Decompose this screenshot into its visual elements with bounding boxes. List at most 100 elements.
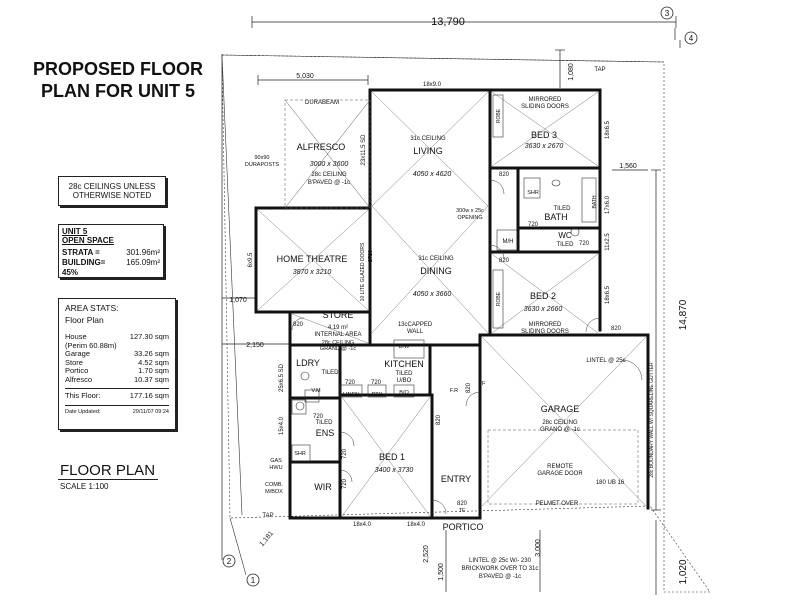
store-ceiling-note1: 28c CEILING [322, 340, 354, 346]
door-size-820: 820 [499, 258, 510, 264]
room-kitchen-name: KITCHEN [384, 359, 424, 369]
unit-subtitle: OPEN SPACE [62, 236, 114, 245]
manhole-label: M/H [503, 239, 514, 245]
lintel-bottom-3: B'PAVED @ -1c [479, 574, 521, 580]
pelmet-label: PELMET OVER [536, 501, 579, 507]
tf-label-2: TF [459, 508, 466, 514]
area-row-label: Alfresco [65, 374, 93, 384]
room-alfresco-note2: B'PAVED @ -1c [308, 180, 350, 186]
area-separator [65, 388, 169, 389]
fixtures [291, 94, 597, 462]
dimension-lines [221, 16, 681, 595]
shower-label-2: SHR [294, 451, 306, 457]
room-garage-note2: GRANO @ -1c [540, 427, 580, 433]
door-size-820: 820 [611, 326, 622, 332]
grid-marker-3 [660, 6, 674, 20]
vm-label: V.M [311, 388, 321, 394]
window-size-bed1b: 18x4.0 [407, 522, 426, 528]
area-row-label: Garage [65, 349, 91, 358]
room-dining-note: 31c CEILING [418, 256, 454, 262]
room-dining-name: DINING [420, 266, 452, 276]
area-stats-title: AREA STATS: [65, 303, 119, 313]
area-row-value: 127.30 sqm [129, 332, 169, 341]
unit-percent: 45% [62, 268, 79, 277]
lintel-label: LINTEL @ 25c [586, 358, 625, 364]
comb-label-2: M/BOX [265, 489, 283, 495]
sliding-door-size: 23x11.5 SD [361, 134, 367, 166]
lintel-bottom-1: LINTEL @ 25c W/- 230 [469, 558, 532, 564]
grid-marker-4 [684, 31, 698, 45]
floor-plan-underline [58, 479, 158, 480]
area-row-value: 33.26 sqm [133, 349, 169, 358]
dim-right-top: 1,080 [568, 63, 575, 81]
area-updated-row: Date Updated:29/11/07 09:24 [65, 409, 169, 415]
ceiling-note-line1: 28c CEILINGS UNLESS [68, 182, 156, 191]
dim-left-2150: 2,150 [246, 342, 264, 349]
dim-top: 13,790 [431, 16, 465, 28]
door-size-720: 720 [528, 222, 539, 228]
hwu-label: HWU [269, 465, 282, 471]
window-size-bed2: 18x6.5 [605, 285, 611, 304]
garage-door-note1: REMOTE [547, 464, 573, 470]
room-wc-name: WC [558, 231, 572, 240]
robe-label-2: ROBE [496, 291, 502, 306]
dim-right-overall: 14,870 [678, 299, 689, 330]
plan-title-line1: PROPOSED FLOOR [32, 59, 203, 79]
scale-label: SCALE 1:100 [60, 482, 109, 491]
area-stats-subtitle: Floor Plan [65, 315, 104, 325]
room-kitchen-note1: TILED [395, 371, 413, 377]
dim-bottom-1181: 1,181 [259, 530, 276, 548]
area-row-label: Store [65, 357, 83, 367]
mirrored-doors-2a: MIRRORED [529, 322, 562, 328]
unit-percent-row: 45% [62, 268, 160, 278]
area-row-value: 1.70 sqm [138, 366, 169, 375]
tap-label-1: TAP [594, 67, 605, 73]
room-ldry-name: LDRY [296, 358, 320, 368]
grid-markers [222, 6, 698, 587]
plan-title: PROPOSED FLOOR PLAN FOR UNIT 5 [18, 58, 218, 102]
garage-door [487, 429, 639, 505]
beam-size-label: 18x9.0 [423, 82, 442, 88]
store-ceiling-note2: GRAND @ -1c [320, 346, 356, 352]
ceiling-diagonals [257, 91, 647, 517]
room-bed2-size: 3630 x 2660 [524, 306, 563, 313]
robe-label-1: ROBE [496, 108, 502, 123]
pantry-label: PTY [372, 392, 383, 398]
built-in-oven-label: B/O [399, 390, 409, 396]
ceiling-note-box: 28c CEILINGS UNLESS OTHERWISE NOTED [58, 176, 166, 206]
duraposts-label-2: DURAPOSTS [245, 162, 280, 168]
mirrored-doors-1b: SLIDING DOORS [521, 104, 569, 110]
area-row-value: 10.37 sqm [133, 374, 169, 384]
room-wc-note: TILED [556, 242, 574, 248]
room-bath-note: TILED [553, 206, 571, 212]
mirrored-doors-1a: MIRRORED [529, 97, 562, 103]
room-alfresco-size: 3000 x 3600 [310, 161, 349, 168]
room-bed1-size: 3400 x 3730 [375, 467, 414, 474]
room-wir-name: WIR [314, 482, 332, 492]
unit-strata-value: 301.96m² [126, 248, 160, 257]
comb-label-1: COMB. [265, 482, 284, 488]
door-swings [291, 179, 643, 515]
walls [254, 88, 650, 520]
door-size-820: 820 [293, 322, 304, 328]
room-bed2-name: BED 2 [530, 291, 556, 301]
room-alfresco-name: ALFRESCO [297, 142, 346, 152]
room-bath-name: BATH [544, 212, 567, 222]
grid-marker-3-label: 3 [665, 9, 670, 18]
floor-plan-label: FLOOR PLAN [60, 462, 156, 479]
unit-name: UNIT 5 [62, 227, 88, 236]
boundary-lines [221, 54, 711, 593]
window-size-ens: 15x4.0 [279, 416, 285, 435]
glazed-doors-label: 10 LITE GLAZED DOORS [360, 242, 366, 301]
dim-alfresco-width: 5,030 [296, 73, 314, 80]
unit-strata-label: STRATA = [62, 248, 100, 257]
window-size-bed1a: 18x4.0 [353, 522, 372, 528]
door-size-820: 820 [457, 501, 468, 507]
room-bed1-name: BED 1 [379, 452, 405, 462]
room-store-name: STORE [323, 310, 354, 320]
door-size-820: 820 [499, 172, 510, 178]
